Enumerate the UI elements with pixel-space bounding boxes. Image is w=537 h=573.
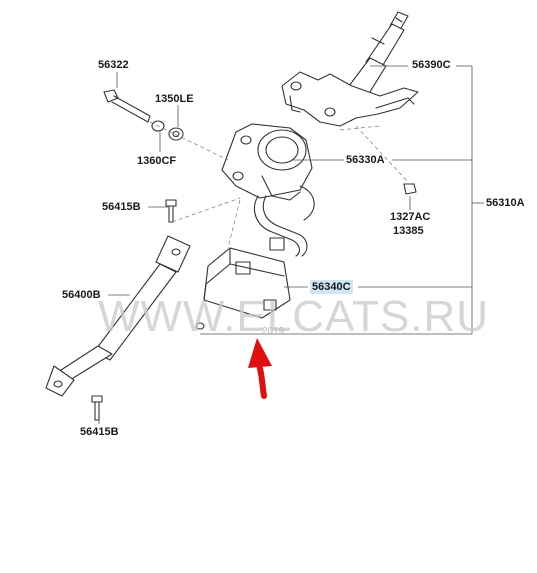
red-arrow-indicator bbox=[248, 338, 272, 399]
label-56310a[interactable]: 56310A bbox=[486, 197, 525, 209]
bolt-56322 bbox=[103, 89, 151, 123]
wire-harness bbox=[254, 185, 315, 257]
control-unit bbox=[195, 247, 291, 330]
label-1350le[interactable]: 1350LE bbox=[155, 93, 194, 105]
label-56415b-bottom[interactable]: 56415B bbox=[80, 426, 119, 438]
watermark-text: WWW.ELCATS.RU bbox=[98, 292, 490, 341]
tilt-bracket bbox=[281, 71, 419, 127]
label-56400b[interactable]: 56400B bbox=[62, 289, 101, 301]
label-56322[interactable]: 56322 bbox=[98, 59, 129, 71]
label-1327ac[interactable]: 1327AC bbox=[390, 211, 431, 223]
bolt-56415B-top bbox=[165, 199, 177, 223]
washer-1350LE bbox=[168, 127, 184, 141]
dashed-guides bbox=[149, 121, 409, 249]
label-56340c[interactable]: 56340C bbox=[310, 280, 353, 294]
intermediate-shaft bbox=[45, 235, 191, 397]
bolt-56415B-bottom bbox=[91, 395, 103, 421]
label-13385[interactable]: 13385 bbox=[393, 225, 424, 237]
label-56415b-top[interactable]: 56415B bbox=[102, 201, 141, 213]
watermark-year: 2019 bbox=[262, 326, 285, 337]
label-56390c[interactable]: 56390C bbox=[412, 59, 451, 71]
label-56330a[interactable]: 56330A bbox=[346, 154, 385, 166]
leader-lines bbox=[98, 65, 484, 424]
assist-motor bbox=[221, 123, 313, 201]
nut-1327AC bbox=[403, 183, 417, 195]
label-1360cf[interactable]: 1360CF bbox=[137, 155, 177, 167]
